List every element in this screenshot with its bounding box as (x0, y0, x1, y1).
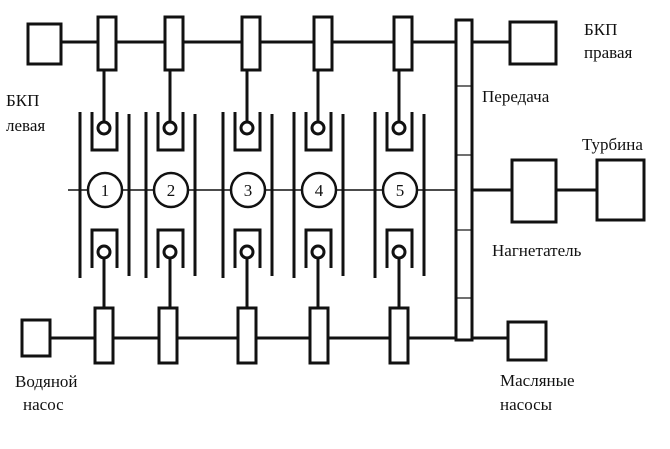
crank-circle (381, 171, 419, 209)
label-gearbox-left-1: БКП (6, 91, 39, 110)
crank-circle (300, 171, 338, 209)
upper-piston (156, 112, 185, 152)
lower-piston (304, 228, 333, 268)
crank-circle (152, 171, 190, 209)
upper-piston (90, 112, 119, 152)
crank-circle (86, 171, 124, 209)
left-gearbox-box (26, 22, 63, 66)
turbine-box (595, 158, 646, 222)
cylinder-3 (221, 15, 274, 365)
upper-pin (391, 120, 407, 136)
top-eccentric (96, 15, 118, 72)
bottom-eccentric (308, 306, 330, 365)
top-eccentric (312, 15, 334, 72)
top-eccentric (240, 15, 262, 72)
label-gearbox-right-1: БКП (584, 20, 617, 39)
bottom-eccentric (236, 306, 258, 365)
right-gearbox-box (508, 20, 558, 66)
label-turbine: Турбина (582, 135, 643, 154)
bottom-eccentric (157, 306, 179, 365)
supercharger-box (510, 158, 558, 224)
bottom-eccentric (93, 306, 115, 365)
lower-piston (156, 228, 185, 268)
crank-circle (229, 171, 267, 209)
upper-piston (385, 112, 414, 152)
cylinder-number: 1 (101, 181, 110, 200)
label-oil-pumps-2: насосы (500, 395, 553, 414)
oil-pumps-box (506, 320, 548, 362)
water-pump-box (20, 318, 52, 358)
label-transmission: Передача (482, 87, 550, 106)
cylinder-1 (78, 15, 131, 365)
label-supercharger: Нагнетатель (492, 241, 582, 260)
cylinder-4 (292, 15, 345, 365)
lower-pin (310, 244, 326, 260)
lower-piston (233, 228, 262, 268)
label-gearbox-right-2: правая (584, 43, 632, 62)
cylinder-2 (144, 15, 197, 365)
label-water-pump-1: Водяной (15, 372, 78, 391)
upper-pin (239, 120, 255, 136)
label-water-pump-2: насос (23, 395, 64, 414)
cylinder-number: 2 (167, 181, 176, 200)
cylinder-number: 3 (244, 181, 253, 200)
upper-pin (310, 120, 326, 136)
cylinder-number: 5 (396, 181, 405, 200)
top-eccentric (163, 15, 185, 72)
upper-piston (304, 112, 333, 152)
lower-pin (162, 244, 178, 260)
bottom-eccentric (388, 306, 410, 365)
label-gearbox-left-2: левая (6, 116, 45, 135)
label-oil-pumps-1: Масляные (500, 371, 575, 390)
lower-pin (391, 244, 407, 260)
lower-pin (96, 244, 112, 260)
top-eccentric (392, 15, 414, 72)
lower-pin (239, 244, 255, 260)
cylinder-5 (373, 15, 426, 365)
lower-piston (90, 228, 119, 268)
lower-piston (385, 228, 414, 268)
upper-pin (96, 120, 112, 136)
upper-pin (162, 120, 178, 136)
cylinder-number: 4 (315, 181, 324, 200)
upper-piston (233, 112, 262, 152)
transmission-column (454, 18, 474, 342)
